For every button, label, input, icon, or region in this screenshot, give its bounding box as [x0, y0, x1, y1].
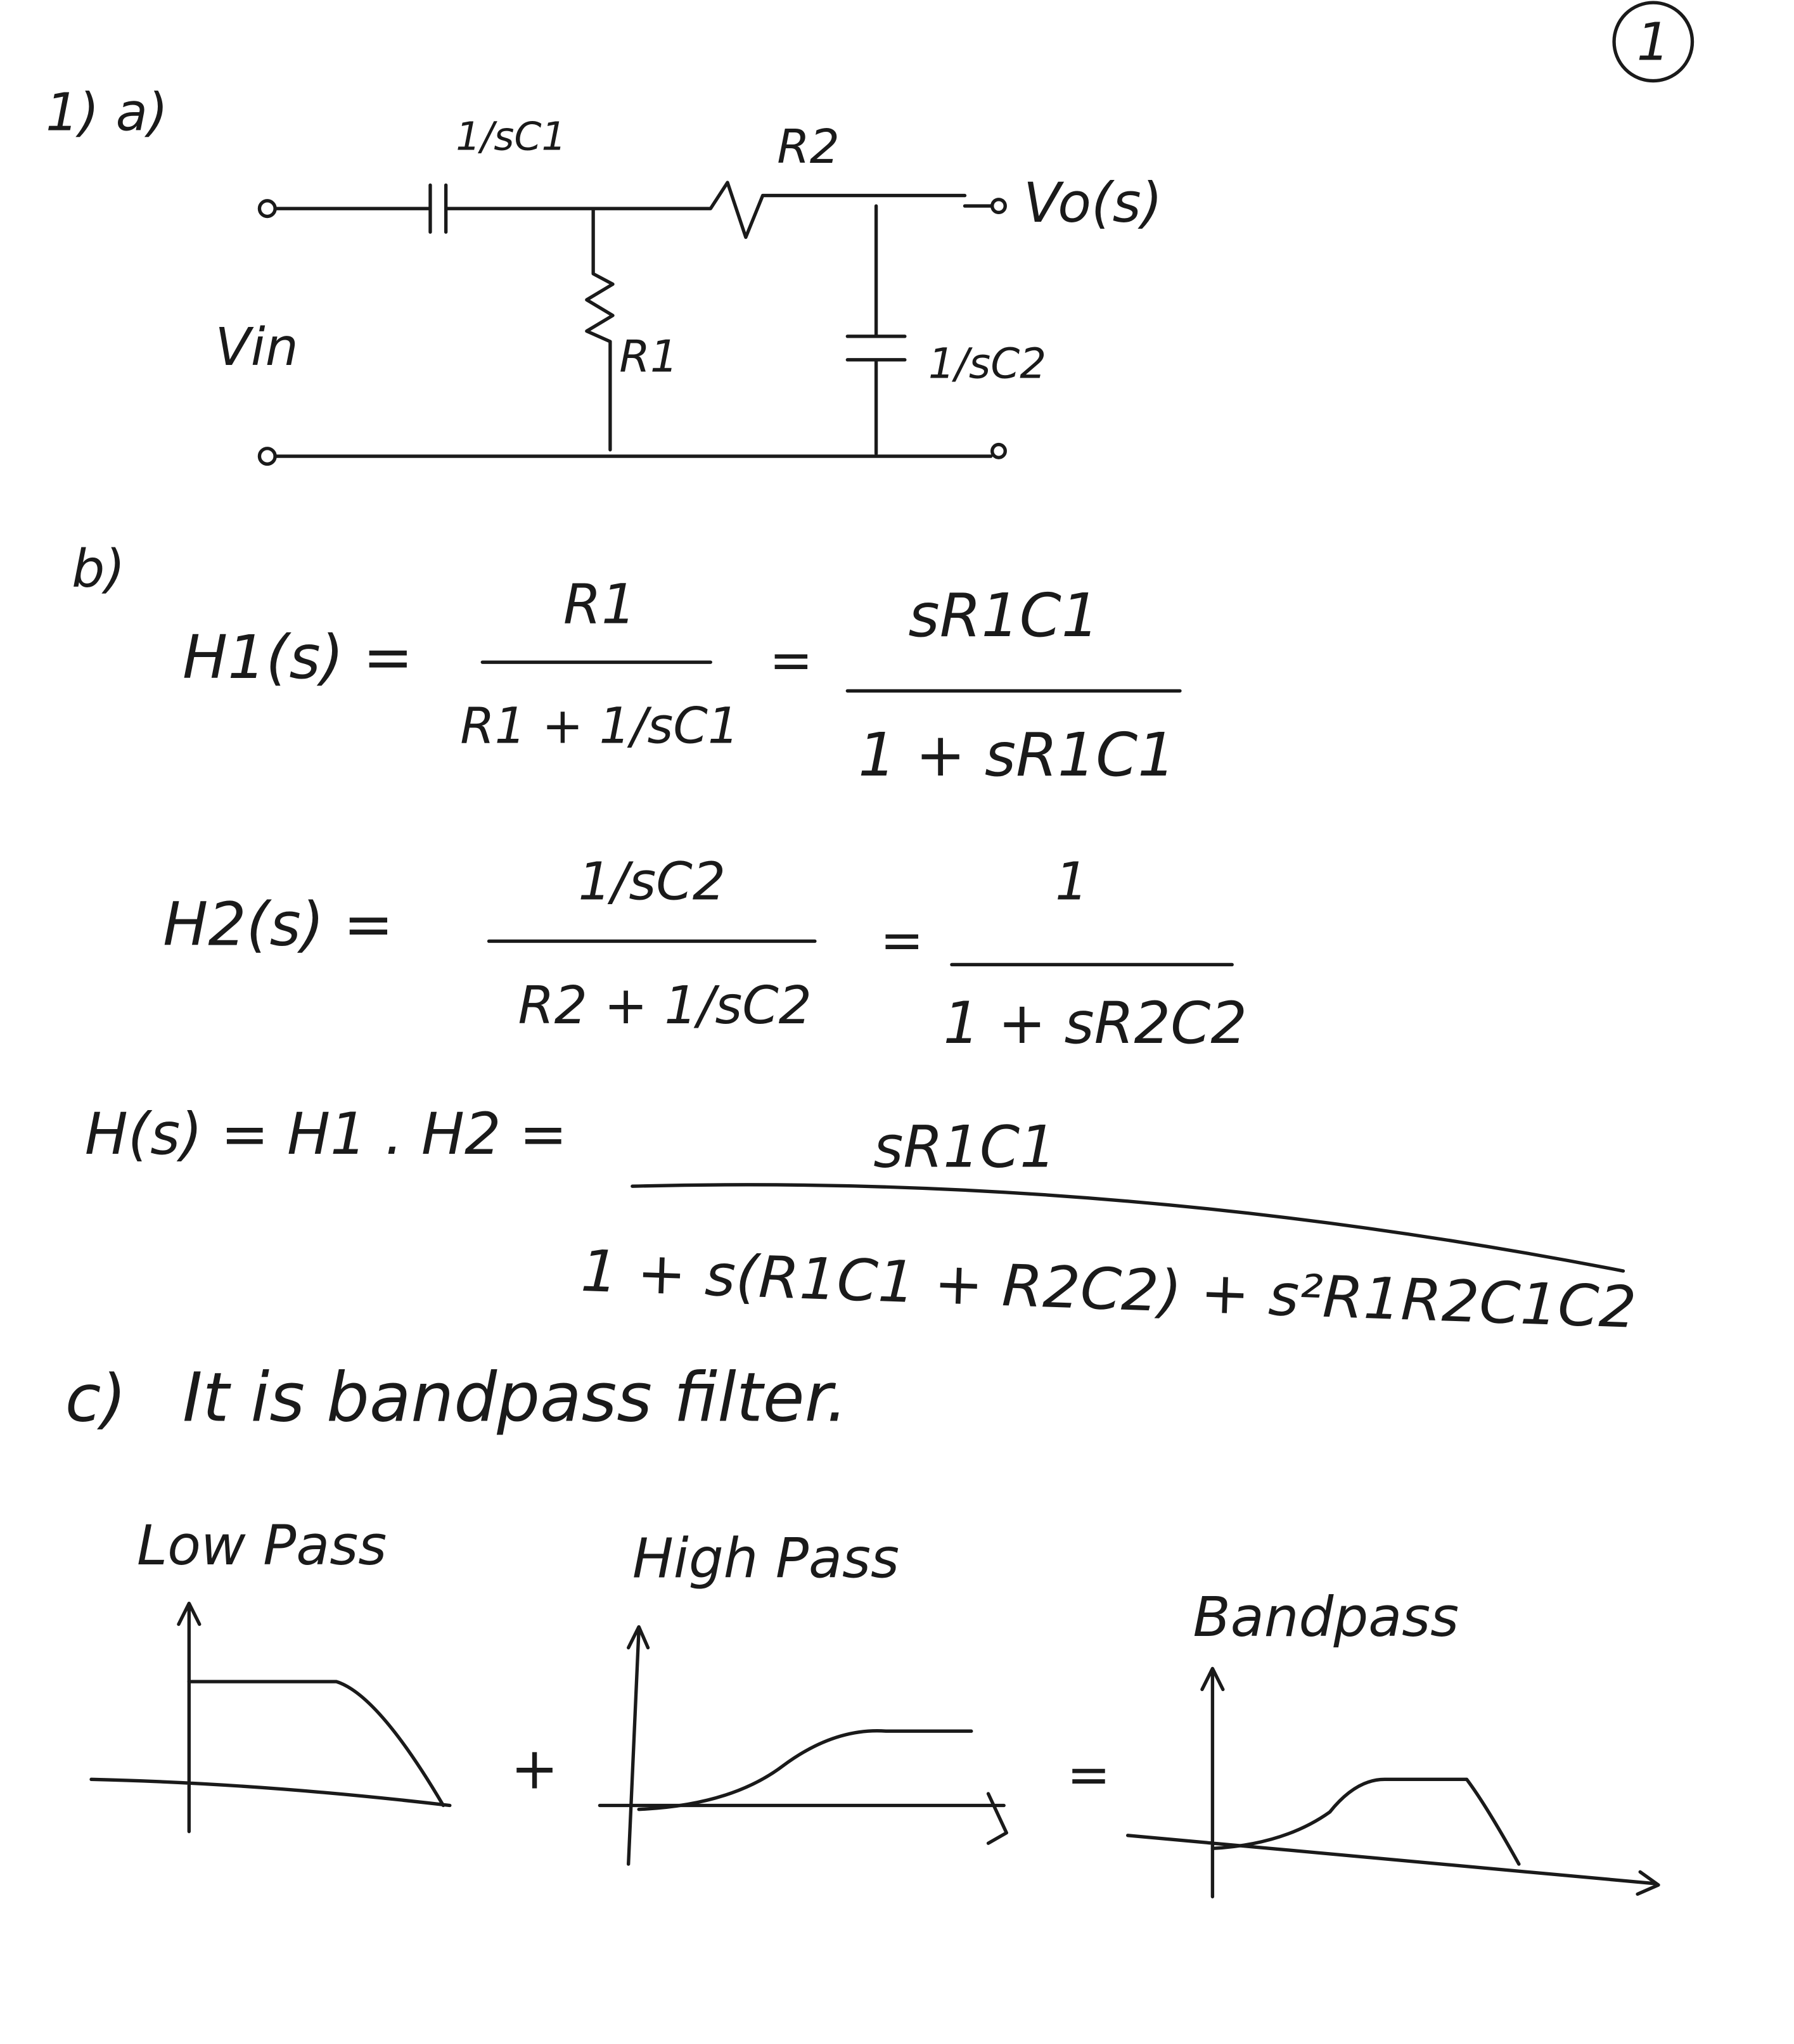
svg-text:=: = — [769, 630, 813, 691]
svg-text:sR1C1: sR1C1 — [873, 1114, 1056, 1180]
svg-text:sR1C1: sR1C1 — [908, 581, 1099, 651]
page-number-circle — [1612, 1, 1695, 83]
svg-text:R1: R1 — [563, 573, 636, 636]
low-pass-graph — [89, 1601, 452, 1834]
bandpass-graph — [1125, 1666, 1660, 1899]
low-pass-label: Low Pass — [137, 1514, 387, 1578]
svg-text:=: = — [880, 910, 924, 971]
input-label: Vin — [215, 317, 298, 378]
part-c-statement: It is bandpass filter. — [183, 1359, 848, 1438]
c1-label: 1/sC1 — [456, 114, 567, 160]
svg-text:1 + s(R1C1 + R2C2) + s²R1R2C1C: 1 + s(R1C1 + R2C2) + s²R1R2C1C2 — [580, 1238, 1637, 1341]
h1-equation: H1(s) = R1 R1 + 1/sC1 = sR1C1 1 + sR1C1 — [183, 573, 1182, 790]
svg-text:H1(s) =: H1(s) = — [183, 623, 413, 693]
svg-text:1 + sR2C2: 1 + sR2C2 — [944, 990, 1247, 1057]
svg-text:H(s) = H1 . H2 =: H(s) = H1 . H2 = — [85, 1101, 567, 1168]
svg-text:R2 + 1/sC2: R2 + 1/sC2 — [518, 976, 812, 1036]
r1-label: R1 — [619, 331, 678, 382]
r2-label: R2 — [777, 120, 840, 174]
equals-sign: = — [1067, 1745, 1110, 1805]
c2-label: 1/sC2 — [928, 340, 1046, 388]
svg-text:1/sC2: 1/sC2 — [578, 852, 726, 912]
svg-text:1: 1 — [1055, 852, 1088, 912]
part-a-label: 1) a) — [46, 83, 168, 143]
h2-equation: H2(s) = 1/sC2 R2 + 1/sC2 = 1 1 + sR2C2 — [163, 852, 1247, 1057]
svg-text:1 + sR1C1: 1 + sR1C1 — [858, 720, 1176, 790]
circuit-diagram — [257, 181, 1007, 466]
svg-text:R1 + 1/sC1: R1 + 1/sC1 — [460, 698, 739, 755]
h-equation: H(s) = H1 . H2 = sR1C1 1 + s(R1C1 + R2C2… — [85, 1101, 1637, 1341]
part-b-label: b) — [72, 539, 125, 599]
page-number: 1 — [1637, 13, 1670, 73]
bandpass-label: Bandpass — [1193, 1586, 1459, 1649]
output-label: Vo(s) — [1023, 172, 1162, 235]
svg-text:H2(s) =: H2(s) = — [163, 890, 394, 960]
high-pass-graph — [598, 1625, 1008, 1866]
plus-sign: + — [511, 1736, 559, 1803]
high-pass-label: High Pass — [632, 1527, 899, 1590]
part-c-label: c) — [65, 1362, 127, 1437]
